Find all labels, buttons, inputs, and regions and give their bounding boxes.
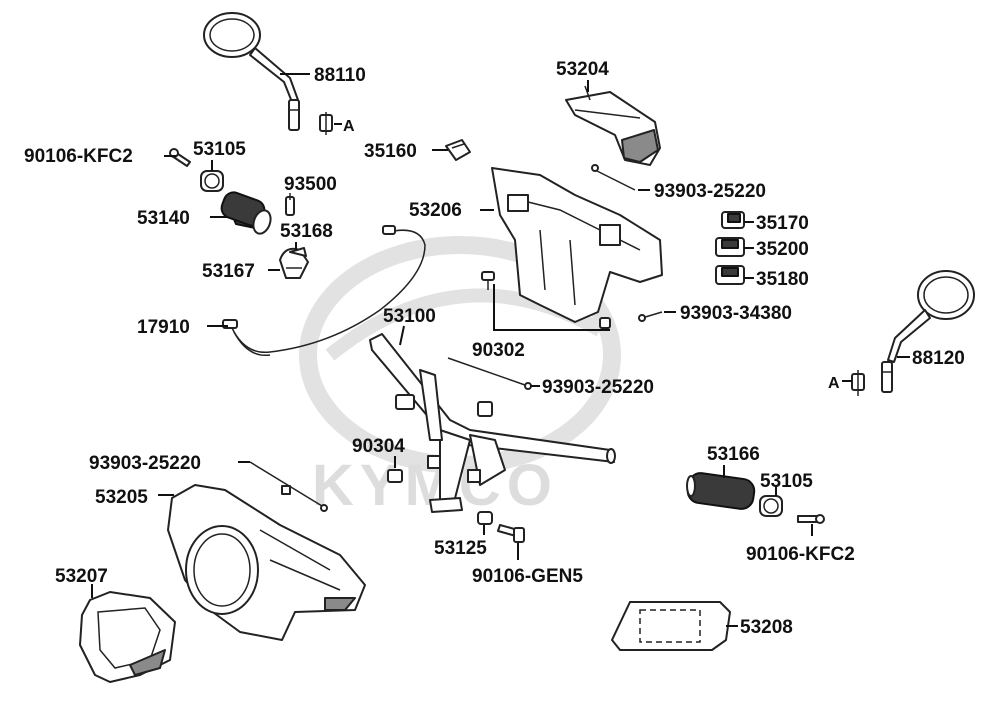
ref-a-left: A (343, 118, 355, 135)
part-collar-53125 (477, 511, 493, 525)
label-90304: 90304 (352, 436, 405, 457)
label-90106-kfc2-right: 90106-KFC2 (746, 544, 855, 565)
part-switch-35170 (721, 211, 745, 229)
part-screws-90302 (481, 271, 611, 331)
part-bolt-gen5 (497, 524, 525, 543)
part-cover-53207 (79, 591, 176, 683)
label-17910: 17910 (137, 317, 190, 338)
part-handlebar (369, 333, 616, 513)
label-53105-left: 53105 (193, 139, 246, 160)
label-35180: 35180 (756, 269, 809, 290)
label-53166: 53166 (707, 444, 760, 465)
label-35200: 35200 (756, 239, 809, 260)
label-53168: 53168 (280, 221, 333, 242)
part-screw-34380 (638, 311, 663, 322)
part-panel-53208 (611, 601, 731, 651)
part-mirror-right (881, 270, 975, 393)
label-53125: 53125 (434, 538, 487, 559)
label-53207: 53207 (55, 566, 108, 587)
part-mirror-left (203, 12, 300, 131)
label-90106-kfc2-left: 90106-KFC2 (24, 146, 133, 167)
part-screw-right (797, 514, 825, 524)
label-53208: 53208 (740, 617, 793, 638)
part-bolt-a-right (851, 370, 865, 396)
label-35160: 35160 (364, 141, 417, 162)
label-90302: 90302 (472, 340, 525, 361)
part-switch-35200 (715, 237, 745, 257)
part-cover-53205 (167, 484, 366, 641)
label-88110: 88110 (314, 65, 366, 86)
part-screw-93500 (285, 193, 295, 216)
label-53205: 53205 (95, 487, 148, 508)
part-screw-left (169, 148, 191, 167)
part-weight-right (759, 495, 783, 517)
part-weight-left (200, 170, 224, 192)
label-53167: 53167 (202, 261, 255, 282)
part-clip-35160 (445, 139, 471, 161)
part-grip-right (686, 472, 756, 510)
label-90106-gen5: 90106-GEN5 (472, 566, 583, 587)
part-screw-top (591, 164, 636, 191)
label-93903-25220-top: 93903-25220 (654, 181, 766, 202)
part-screw-left-lower (249, 461, 328, 512)
part-switch-35180 (715, 265, 745, 285)
part-cover-53206 (491, 167, 663, 323)
part-grip-left (220, 191, 272, 235)
part-bolt-a-left (319, 112, 333, 135)
label-53206: 53206 (409, 200, 462, 221)
label-53100: 53100 (383, 306, 436, 327)
label-35170: 35170 (756, 213, 809, 234)
label-53204: 53204 (556, 59, 609, 80)
label-93903-25220-mid: 93903-25220 (542, 377, 654, 398)
label-93903-25220-left: 93903-25220 (89, 453, 201, 474)
label-88120: 88120 (912, 348, 965, 369)
part-switch-housing-left (279, 247, 309, 279)
part-cover-53204 (565, 85, 661, 166)
label-53105-right: 53105 (760, 471, 813, 492)
label-93903-34380: 93903-34380 (680, 303, 792, 324)
label-53140: 53140 (137, 208, 190, 229)
part-nut-90304 (387, 469, 403, 483)
part-cable (222, 225, 426, 357)
ref-a-right: A (828, 375, 840, 392)
label-93500: 93500 (284, 174, 337, 195)
part-screw-mid (447, 357, 532, 390)
